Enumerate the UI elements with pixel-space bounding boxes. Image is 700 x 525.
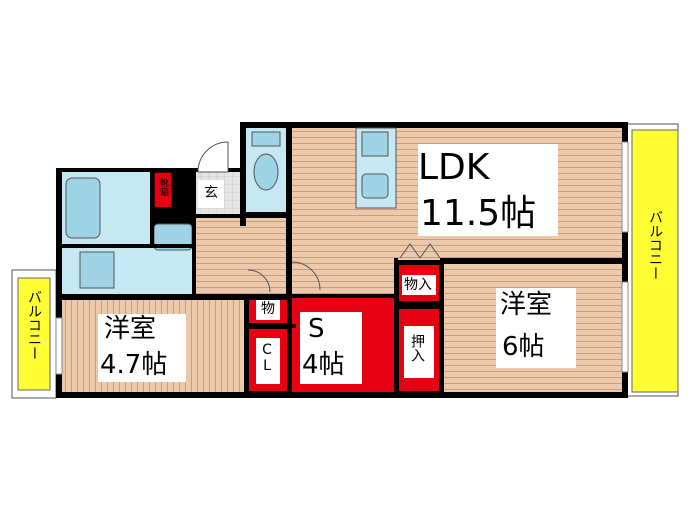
oshiire-label: 押入	[409, 334, 425, 362]
ldk-floor-lower	[292, 260, 396, 296]
balcony-left-label: バルコニー	[26, 290, 42, 360]
doors	[247, 243, 441, 293]
storage-s-size: 4帖	[302, 350, 345, 380]
balcony-right	[625, 123, 679, 397]
kitchen	[355, 127, 397, 209]
storage-mono-label: 物	[261, 301, 275, 317]
closet-cl-label: CL	[259, 342, 275, 374]
monoire-label: 物入	[404, 277, 432, 293]
ldk-label: LDK	[418, 147, 490, 188]
western-room-left-label: 洋室	[104, 314, 157, 344]
balcony-left	[11, 269, 57, 399]
western-room-left-size: 4.7帖	[100, 350, 168, 380]
interior-walls	[56, 122, 628, 398]
western-room-right-label: 洋室	[500, 290, 553, 320]
storage-s-label: S	[308, 314, 325, 344]
balcony-right-label: バルコニー	[647, 210, 663, 280]
windows	[55, 141, 629, 375]
western-room-right-size: 6帖	[502, 332, 545, 362]
ldk-size: 11.5帖	[420, 193, 537, 234]
genkan-label: 玄	[204, 185, 218, 201]
shoe-cabinet-label: 靴箱	[158, 178, 168, 196]
